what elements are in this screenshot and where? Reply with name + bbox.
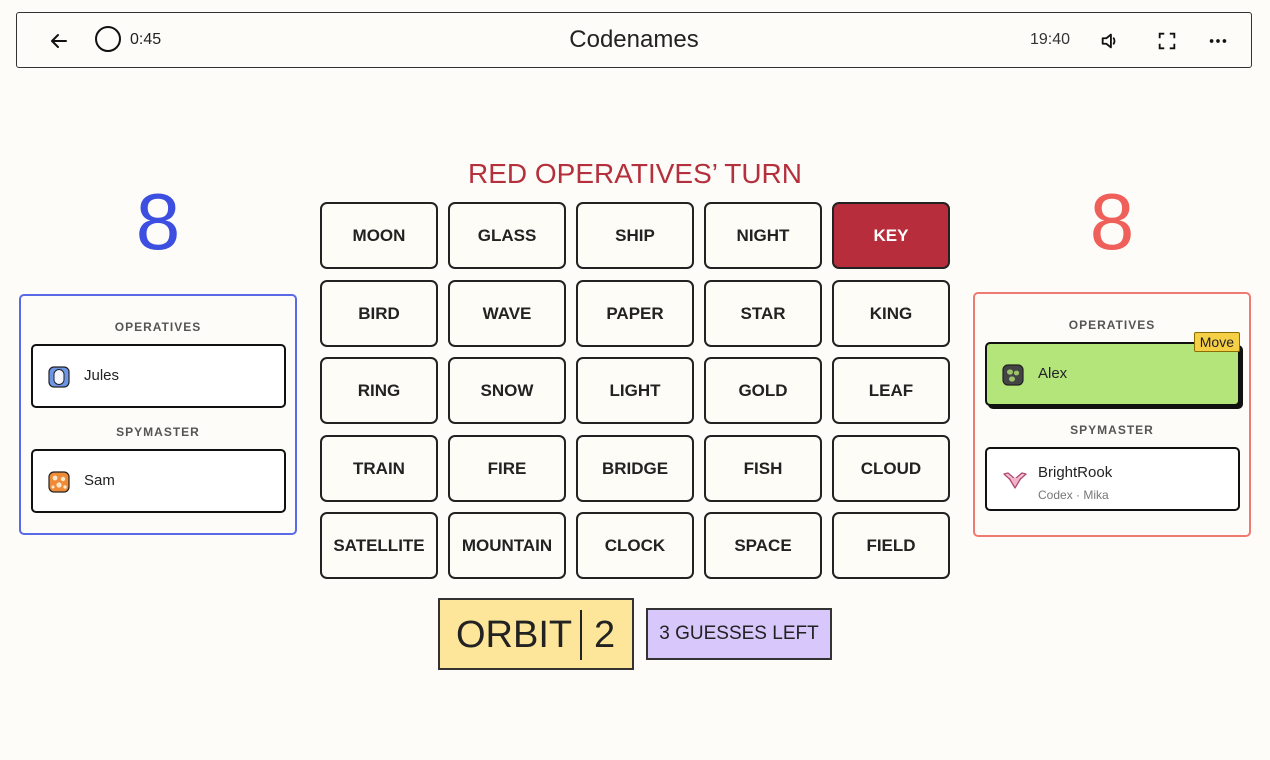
word-card[interactable]: SNOW <box>448 357 566 424</box>
heart-bird-avatar-icon <box>1002 469 1027 491</box>
clue-divider <box>580 610 582 660</box>
word-card[interactable]: STAR <box>704 280 822 347</box>
red-spymaster-label: SPYMASTER <box>1070 423 1154 437</box>
word-card[interactable]: CLOCK <box>576 512 694 579</box>
word-card[interactable]: FIELD <box>832 512 950 579</box>
blue-score: 8 <box>135 177 181 266</box>
word-card[interactable]: PAPER <box>576 280 694 347</box>
blue-operative-card[interactable]: Jules <box>31 344 286 408</box>
cookie-avatar-icon <box>48 471 70 493</box>
red-spymaster-card[interactable]: BrightRook Codex · Mika <box>985 447 1240 511</box>
red-score: 8 <box>1089 177 1135 266</box>
word-card[interactable]: LIGHT <box>576 357 694 424</box>
word-card[interactable]: TRAIN <box>320 435 438 502</box>
word-card[interactable]: WAVE <box>448 280 566 347</box>
word-card[interactable]: SATELLITE <box>320 512 438 579</box>
move-badge: Move <box>1193 332 1240 352</box>
turn-timer: 0:45 <box>130 31 162 48</box>
word-card[interactable]: CLOUD <box>832 435 950 502</box>
volume-icon[interactable] <box>1099 30 1121 52</box>
word-card[interactable]: KEY <box>832 202 950 269</box>
word-card[interactable]: FIRE <box>448 435 566 502</box>
clue-word: ORBIT <box>456 614 573 656</box>
clue-number: 2 <box>594 614 616 656</box>
dice-avatar-icon <box>1002 364 1024 386</box>
player-name: BrightRook <box>1038 464 1113 481</box>
blue-team-panel: OPERATIVES Jules SPYMASTER Sam <box>19 294 297 535</box>
turn-banner: RED OPERATIVES’ TURN <box>468 158 802 189</box>
player-name: Sam <box>84 472 115 489</box>
word-card[interactable]: GOLD <box>704 357 822 424</box>
player-name: Jules <box>84 367 120 384</box>
clue-box: ORBIT 2 <box>438 598 634 670</box>
word-card[interactable]: LEAF <box>832 357 950 424</box>
red-operative-card[interactable]: Move Alex <box>985 332 1240 406</box>
word-card[interactable]: SHIP <box>576 202 694 269</box>
blue-spymaster-card[interactable]: Sam <box>31 449 286 513</box>
player-subtitle: Codex · Mika <box>1038 488 1109 502</box>
word-card[interactable]: GLASS <box>448 202 566 269</box>
word-card[interactable]: KING <box>832 280 950 347</box>
top-bar: 0:45 Codenames 19:40 <box>16 12 1252 68</box>
word-card[interactable]: RING <box>320 357 438 424</box>
blue-spymaster-label: SPYMASTER <box>116 425 200 439</box>
clock: 19:40 <box>1030 31 1071 48</box>
red-operatives-label: OPERATIVES <box>1068 318 1156 332</box>
robot-avatar-icon <box>48 366 70 388</box>
word-card[interactable]: MOUNTAIN <box>448 512 566 579</box>
timer-icon <box>95 26 121 52</box>
back-arrow-icon[interactable] <box>47 29 71 53</box>
more-icon[interactable] <box>1207 30 1229 52</box>
guesses-left-badge: 3 GUESSES LEFT <box>646 608 832 660</box>
word-card[interactable]: FISH <box>704 435 822 502</box>
fullscreen-icon[interactable] <box>1156 30 1178 52</box>
word-card[interactable]: SPACE <box>704 512 822 579</box>
word-card[interactable]: BIRD <box>320 280 438 347</box>
word-card[interactable]: BRIDGE <box>576 435 694 502</box>
word-card[interactable]: NIGHT <box>704 202 822 269</box>
red-team-panel: OPERATIVES Move Alex SPYMASTER BrightRoo… <box>973 292 1251 537</box>
player-name: Alex <box>1038 365 1068 382</box>
blue-operatives-label: OPERATIVES <box>114 320 202 334</box>
word-card[interactable]: MOON <box>320 202 438 269</box>
